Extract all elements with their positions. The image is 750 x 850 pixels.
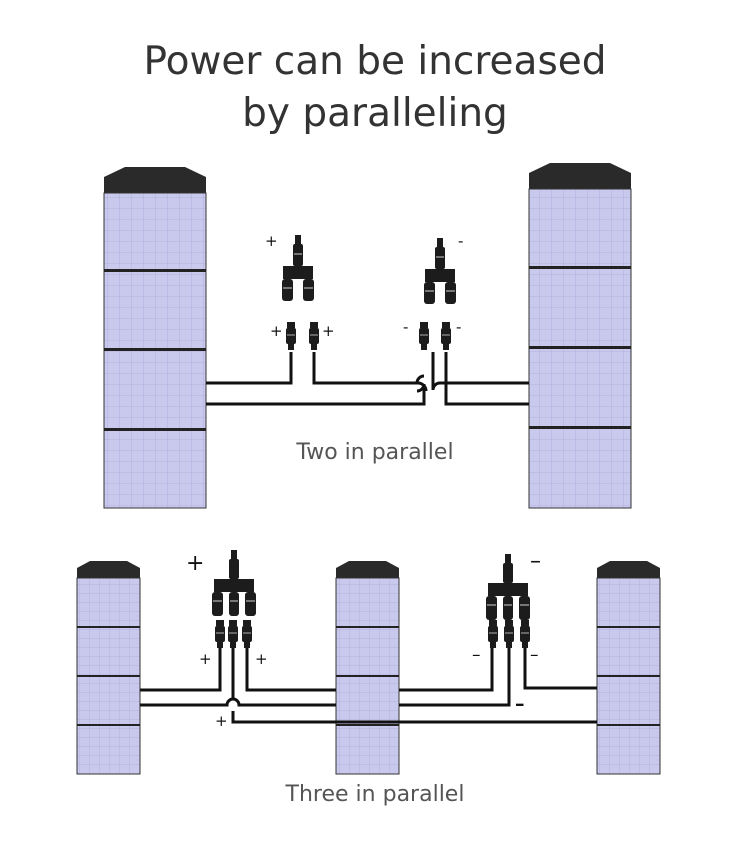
branch-connector-minus-3way bbox=[486, 554, 530, 620]
plus-sign: + bbox=[265, 232, 278, 250]
caption-three-in-parallel: Three in parallel bbox=[285, 782, 465, 807]
mc4-connector-minus-2 bbox=[504, 620, 514, 648]
plus-sign: + bbox=[255, 650, 268, 668]
title-line-1: Power can be increased bbox=[143, 39, 607, 84]
plus-sign: + bbox=[199, 650, 212, 668]
title-line-2: by paralleling bbox=[242, 91, 508, 136]
solar-panel-left-top bbox=[103, 167, 207, 509]
minus-sign: - bbox=[458, 232, 463, 250]
mc4-connector-minus-a bbox=[419, 322, 429, 350]
minus-sign: – bbox=[530, 645, 539, 665]
plus-sign: + bbox=[215, 712, 228, 730]
minus-sign: – bbox=[515, 693, 525, 715]
mc4-connector-plus-a bbox=[286, 322, 296, 350]
minus-sign: - bbox=[456, 318, 461, 336]
minus-sign: – bbox=[530, 549, 541, 574]
mc4-connector-plus-b bbox=[309, 322, 319, 350]
solar-panel-right-top bbox=[528, 163, 632, 509]
caption-two-in-parallel: Two in parallel bbox=[296, 440, 454, 465]
mc4-connector-minus-3 bbox=[520, 620, 530, 648]
mc4-connector-plus-1 bbox=[215, 620, 225, 648]
solar-panel-left-bottom bbox=[76, 561, 141, 775]
plus-sign: + bbox=[186, 551, 204, 576]
mc4-connector-minus-1 bbox=[488, 620, 498, 648]
solar-panel-right-bottom bbox=[596, 561, 661, 775]
page-title: Power can be increased by paralleling bbox=[0, 36, 750, 140]
solar-panel-middle-bottom bbox=[335, 561, 400, 775]
cables-three-parallel bbox=[140, 648, 597, 724]
branch-connector-plus-2way bbox=[282, 235, 314, 301]
mc4-connector-minus-b bbox=[441, 322, 451, 350]
minus-sign: - bbox=[403, 318, 408, 336]
branch-connector-minus-2way bbox=[424, 238, 456, 304]
minus-sign: – bbox=[472, 645, 481, 665]
branch-connector-plus-3way bbox=[212, 550, 256, 616]
mc4-connector-plus-2 bbox=[228, 620, 238, 648]
plus-sign: + bbox=[270, 322, 283, 340]
cables-two-parallel bbox=[206, 352, 529, 406]
plus-sign: + bbox=[322, 322, 335, 340]
mc4-connector-plus-3 bbox=[242, 620, 252, 648]
